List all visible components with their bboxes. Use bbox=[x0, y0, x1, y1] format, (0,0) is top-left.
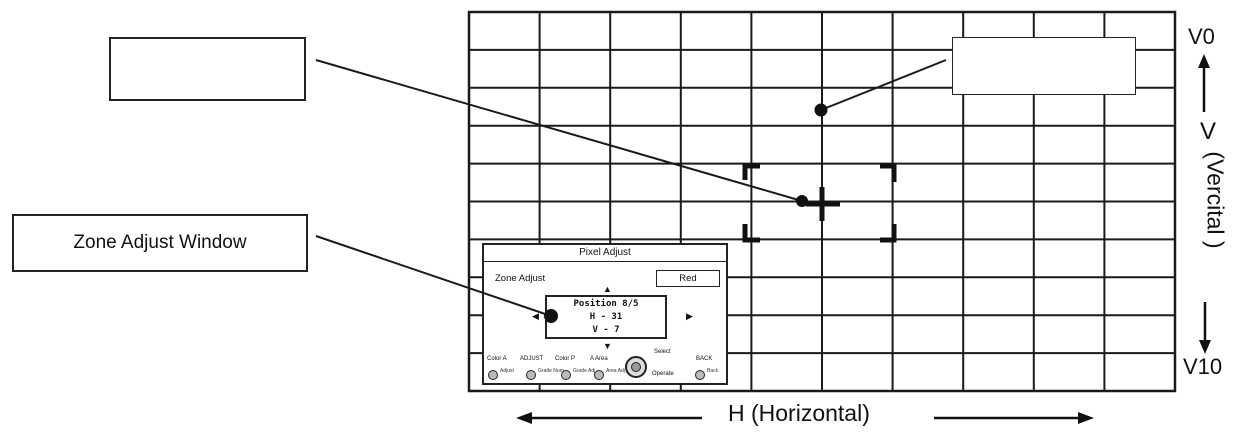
osd-h-value: H - 31 bbox=[589, 312, 623, 322]
leader-dot-cross bbox=[796, 195, 808, 207]
h-arrow-left-icon bbox=[516, 412, 702, 424]
v-axis-name-text: (Vercital ) bbox=[1202, 151, 1229, 249]
osd-zone-adjust-label: Zone Adjust bbox=[495, 273, 546, 284]
osd-btn-label-color-p: Color P bbox=[555, 356, 576, 362]
osd-btn-label-adjust: ADJUST bbox=[520, 356, 544, 362]
osd-position-box: Position 8/5 H - 31 V - 7 bbox=[545, 295, 667, 339]
osd-arrow-left-icon: ◀ bbox=[532, 311, 539, 321]
callout-box-zone-adjust: Zone Adjust Window bbox=[12, 214, 308, 272]
osd-arrow-down-icon: ▼ bbox=[603, 341, 612, 351]
v-axis-letter: V bbox=[1200, 118, 1217, 145]
zone-bracket bbox=[742, 163, 897, 243]
osd-btn-back[interactable] bbox=[695, 370, 705, 380]
osd-btn-sub-color-p: Grade Adj bbox=[573, 368, 596, 374]
osd-arrow-right-icon: ▶ bbox=[686, 311, 693, 321]
leader-line-right-top bbox=[820, 59, 947, 111]
v-arrow-up-icon bbox=[1198, 54, 1210, 112]
osd-select-label: Select bbox=[654, 349, 671, 355]
h-axis-label: H (Horizontal) bbox=[728, 400, 870, 426]
callout-box-right-top bbox=[952, 37, 1136, 95]
osd-arrow-up-icon: ▲ bbox=[603, 284, 612, 294]
osd-btn-sub-color-a: Adjust bbox=[500, 368, 514, 374]
osd-position-line: Position 8/5 bbox=[573, 299, 639, 309]
osd-color-select[interactable]: Red bbox=[656, 270, 720, 287]
osd-title: Pixel Adjust bbox=[484, 245, 726, 262]
osd-v-value: V - 7 bbox=[592, 325, 620, 335]
osd-select-dial[interactable] bbox=[625, 356, 647, 378]
v0-label: V0 bbox=[1188, 24, 1215, 49]
v10-label: V10 bbox=[1183, 354, 1223, 379]
v-arrow-down-icon bbox=[1199, 302, 1211, 354]
osd-btn-color-p[interactable] bbox=[561, 370, 571, 380]
callout-box-left-top bbox=[109, 37, 306, 101]
osd-btn-label-color-a: Color A bbox=[487, 356, 507, 362]
osd-btn-sub-back: Back bbox=[707, 368, 719, 374]
crosshair-icon bbox=[806, 187, 840, 221]
osd-btn-label-back: BACK bbox=[696, 356, 713, 362]
leader-line-left-top bbox=[315, 59, 803, 202]
osd-btn-a-area[interactable] bbox=[594, 370, 604, 380]
osd-btn-label-a-area: A Area bbox=[590, 356, 608, 362]
h-arrow-right-icon bbox=[934, 412, 1094, 424]
pixel-adjust-osd: Pixel Adjust Zone Adjust Red ▲ ◀ ▶ ▼ Pos… bbox=[482, 243, 728, 385]
osd-btn-sub-a-area: Area Adj bbox=[606, 368, 625, 374]
osd-btn-adjust[interactable] bbox=[526, 370, 536, 380]
osd-operate-label: Operate bbox=[652, 371, 674, 377]
osd-btn-color-a[interactable] bbox=[488, 370, 498, 380]
osd-btn-sub-adjust: Grade Num bbox=[538, 368, 564, 374]
leader-dot-point bbox=[814, 103, 828, 117]
